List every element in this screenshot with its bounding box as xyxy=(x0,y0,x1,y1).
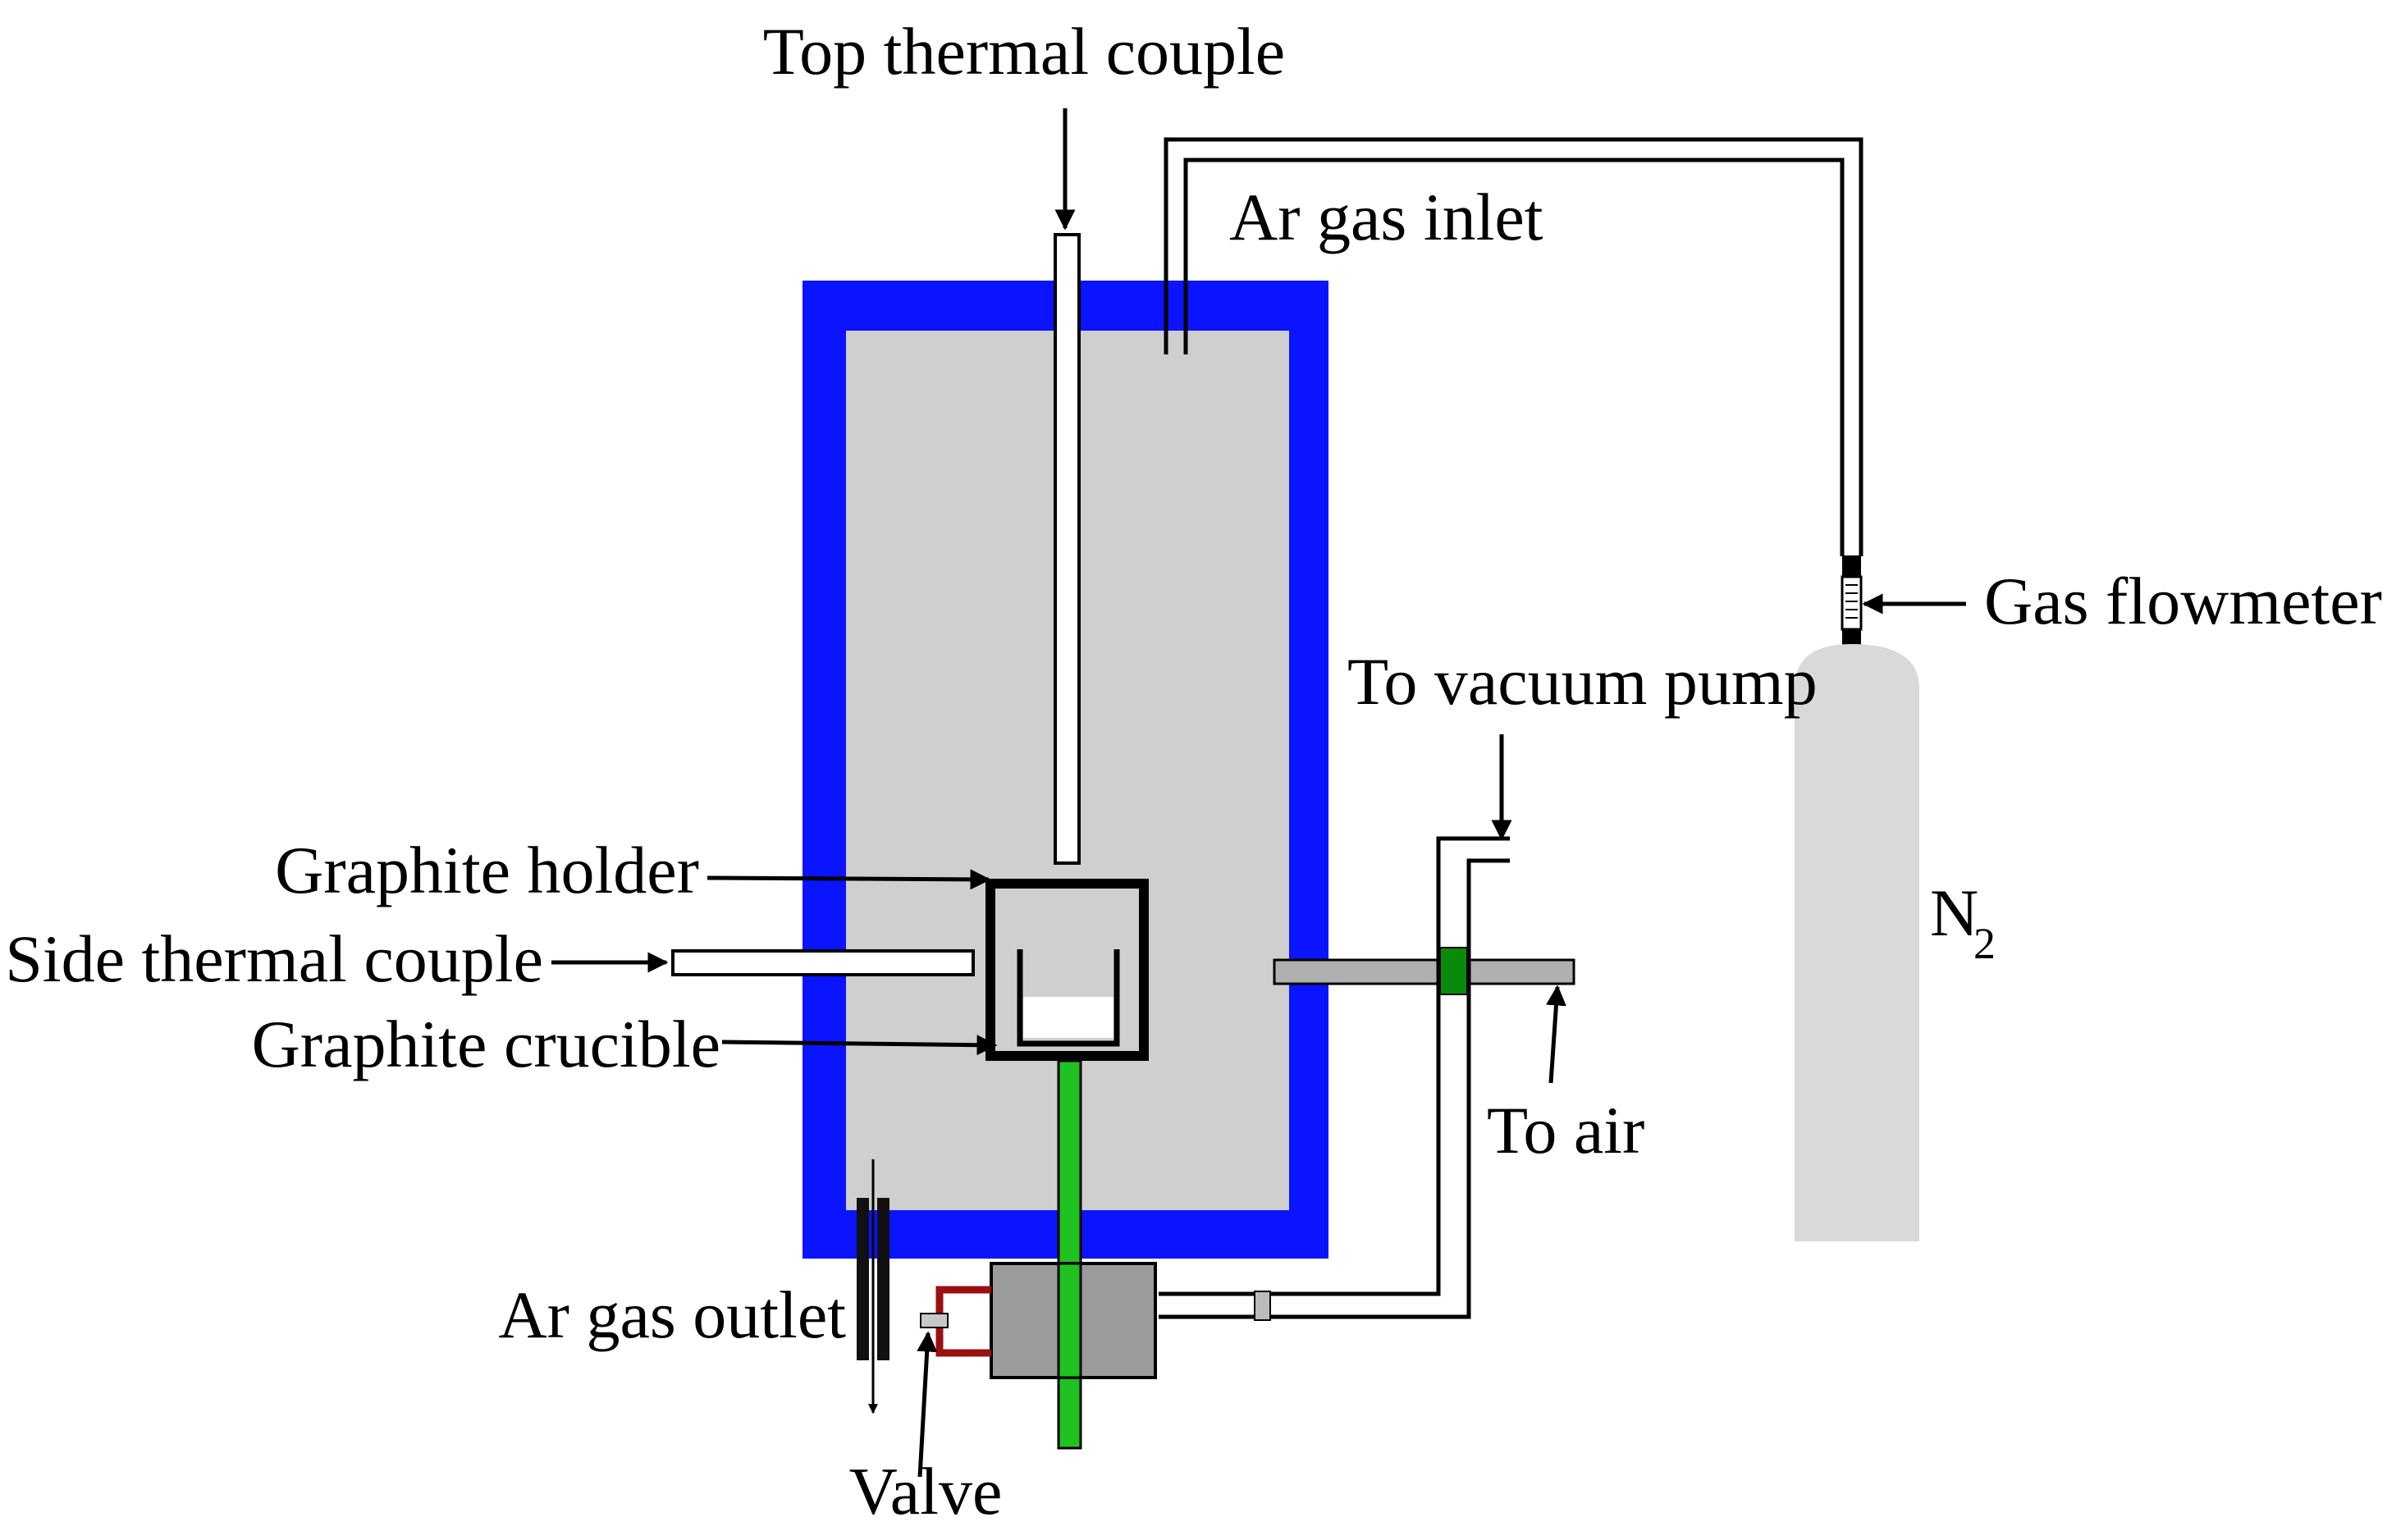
label-valve: Valve xyxy=(849,1454,1003,1529)
ar-gas-outlet-pipe-right xyxy=(877,1198,889,1360)
to-air-arrow xyxy=(1545,985,1566,1084)
ar-gas-inlet-pipe xyxy=(1164,137,1863,556)
gas-flowmeter xyxy=(1841,555,1863,646)
graphite-crucible xyxy=(1017,949,1120,1047)
label-gas-flowmeter: Gas flowmeter xyxy=(1984,564,2382,638)
label-top-thermocouple: Top thermal couple xyxy=(763,14,1285,89)
label-ar-gas-inlet: Ar gas inlet xyxy=(1229,180,1543,254)
valve-arrow xyxy=(917,1331,938,1478)
label-cylinder-gas-subscript: 2 xyxy=(1973,919,1996,968)
label-ar-gas-outlet: Ar gas outlet xyxy=(498,1277,846,1352)
label-side-thermocouple: Side thermal couple xyxy=(5,921,543,996)
crucible-melt xyxy=(1023,997,1113,1038)
shaft-through-valve xyxy=(1057,1262,1082,1379)
ar-gas-outlet-pipe-left xyxy=(857,1198,869,1360)
label-to-vacuum-pump: To vacuum pump xyxy=(1347,644,1818,719)
top-thermocouple xyxy=(1054,233,1081,865)
label-graphite-holder: Graphite holder xyxy=(275,833,699,907)
valve-knob xyxy=(920,1313,949,1328)
vacuum-line xyxy=(1159,836,1510,1319)
vacuum-line-fitting xyxy=(1254,1291,1271,1321)
label-cylinder-gas: N xyxy=(1930,875,1978,950)
graphite-holder xyxy=(985,879,1149,1061)
graphite-holder-arrow xyxy=(706,869,991,890)
graphite-crucible-arrow xyxy=(721,1035,998,1056)
label-to-air: To air xyxy=(1487,1093,1644,1168)
n2-cylinder xyxy=(1795,644,1919,1241)
side-port-tube xyxy=(1273,958,1575,985)
side-thermocouple xyxy=(671,949,975,976)
green-shaft xyxy=(1057,1059,1082,1450)
vacuum-connector xyxy=(1439,947,1468,995)
label-graphite-crucible: Graphite crucible xyxy=(252,1007,720,1081)
